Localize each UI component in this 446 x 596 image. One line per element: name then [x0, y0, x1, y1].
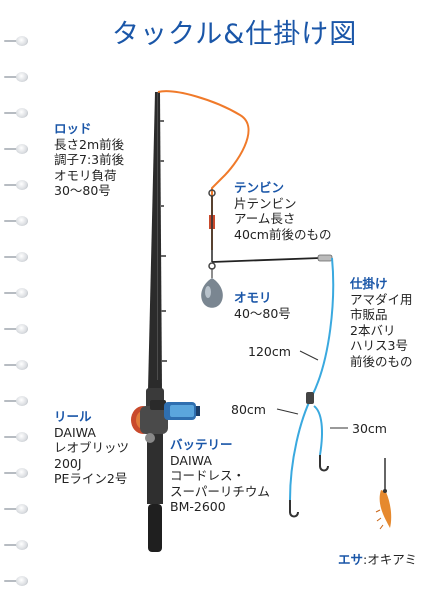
omori-spec: オモリ 40〜80号 [234, 290, 291, 321]
tenbin-spec: テンビン 片テンビン アーム長さ 40cm前後のもの [234, 180, 331, 242]
tenbin-illustration [208, 189, 333, 278]
leader-line [289, 257, 335, 501]
dimension-leader [276, 408, 299, 415]
tenbin-heading: テンビン [234, 180, 285, 195]
binding-ring [4, 108, 30, 118]
shikake-line: 市販品 [350, 307, 388, 322]
page-title: タックル&仕掛け図 [112, 19, 358, 50]
binding-ring [4, 576, 30, 586]
paper-sheet [14, 0, 446, 596]
rod-heading: ロッド [54, 121, 92, 136]
reel-illustration [131, 400, 168, 443]
spiral-binding [0, 0, 30, 596]
rod-line: 調子7:3前後 [54, 152, 125, 167]
dimension-120cm: 120cm [248, 344, 291, 359]
shikake-line: 前後のもの [350, 353, 413, 369]
rod-line: 長さ2m前後 [54, 136, 125, 152]
rod-guides [160, 120, 167, 362]
binding-ring [4, 72, 30, 82]
binding-ring [4, 36, 30, 46]
reel-line: PEライン2号 [54, 471, 128, 486]
battery-illustration [164, 402, 200, 420]
binding-ring [4, 540, 30, 550]
main-line [157, 90, 250, 250]
tenbin-line: アーム長さ [234, 211, 296, 226]
battery-spec: バッテリー DAIWA コードレス・ スーパーリチウム BM-2600 [170, 437, 270, 515]
binding-ring [4, 180, 30, 190]
omori-line: 40〜80号 [234, 305, 291, 321]
binding-ring [4, 360, 30, 370]
bait-caption: エサ:オキアミ [338, 549, 417, 568]
battery-heading: バッテリー [170, 437, 233, 452]
hook-icon [289, 500, 299, 518]
fishing-rod [146, 92, 167, 552]
shikake-line: アマダイ用 [350, 291, 413, 307]
rod-line: オモリ負荷 [54, 167, 117, 183]
binding-ring [4, 252, 30, 262]
battery-line: スーパーリチウム [170, 483, 270, 499]
bait-value: :オキアミ [363, 552, 417, 567]
battery-line: コードレス・ [170, 468, 246, 483]
reel-spec: リール DAIWA レオブリッツ 200J PEライン2号 [54, 409, 129, 487]
binding-ring [4, 216, 30, 226]
dimension-30cm: 30cm [352, 421, 387, 436]
swivel [306, 392, 314, 404]
dimension-leader [299, 350, 319, 361]
tenbin-line: 片テンビン [234, 195, 297, 211]
binding-ring [4, 504, 30, 514]
reel-line: レオブリッツ [54, 440, 130, 455]
rod-spec: ロッド 長さ2m前後 調子7:3前後 オモリ負荷 30〜80号 [54, 121, 124, 199]
binding-ring [4, 396, 30, 406]
binding-ring [4, 324, 30, 334]
binding-ring [4, 288, 30, 298]
binding-ring [4, 144, 30, 154]
binding-ring [4, 468, 30, 478]
omori-heading: オモリ [234, 290, 272, 305]
dimension-80cm: 80cm [231, 402, 266, 417]
battery-line: DAIWA [170, 452, 212, 468]
bait-label: エサ [338, 552, 364, 567]
shikake-line: 2本バリ [350, 322, 396, 338]
shikake-spec: 仕掛け アマダイ用 市販品 2本バリ ハリス3号 前後のもの [350, 276, 413, 369]
binding-ring [4, 432, 30, 442]
shikake-line: ハリス3号 [350, 338, 408, 353]
reel-line: 200J [54, 455, 82, 471]
reel-line: DAIWA [54, 424, 96, 440]
shikake-heading: 仕掛け [350, 276, 388, 291]
bait-illustration [375, 458, 392, 530]
hook-icon [319, 455, 329, 472]
tenbin-line: 40cm前後のもの [234, 226, 332, 242]
rod-line: 30〜80号 [54, 183, 111, 198]
reel-heading: リール [54, 409, 92, 424]
battery-line: BM-2600 [170, 499, 226, 514]
sinker-illustration [201, 278, 223, 308]
